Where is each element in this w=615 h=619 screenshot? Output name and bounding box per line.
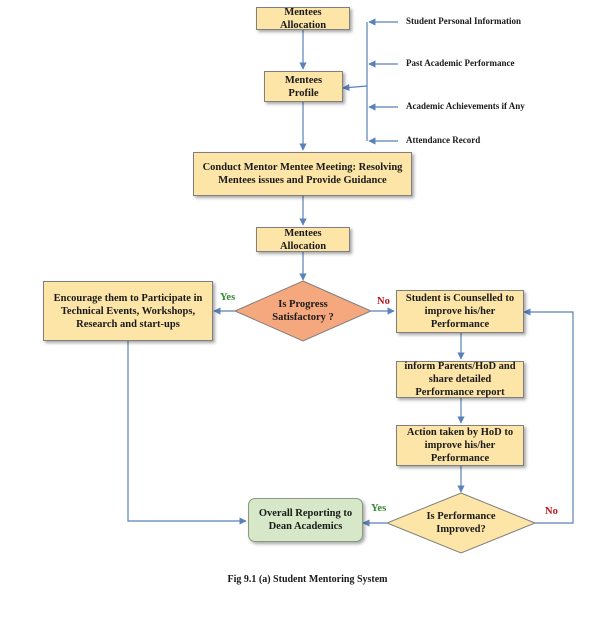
allocation-top-box: Mentees Allocation (256, 7, 350, 31)
progress-yes-label: Yes (220, 292, 236, 303)
arrow-inputs-to-profile (342, 83, 368, 92)
improved-yes-label: Yes (371, 503, 387, 514)
reporting-box: Overall Reporting to Dean Academics (248, 498, 363, 542)
improved-decision-label: Is Performance Improved? (426, 511, 496, 535)
encourage-box: Encourage them to Participate in Technic… (43, 281, 213, 341)
counselled-box: Student is Counselled to improve his/her… (396, 290, 524, 333)
profile-box: Mentees Profile (264, 71, 343, 102)
figure-caption: Fig 9.1 (a) Student Mentoring System (227, 574, 388, 585)
progress-decision-label: Is Progress Satisfactory ? (272, 299, 334, 323)
input-personal-label: Student Personal Information (406, 16, 522, 26)
allocation-second-box: Mentees Allocation (256, 227, 350, 252)
inform-box: inform Parents/HoD and share detailed Pe… (396, 361, 524, 398)
input-attendance-label: Attendance Record (406, 135, 481, 145)
improved-decision-diamond (385, 492, 537, 554)
input-achievements-label: Academic Achievements if Any (406, 101, 525, 111)
meeting-box: Conduct Mentor Mentee Meeting: Resolving… (193, 152, 412, 196)
progress-no-label: No (377, 296, 390, 307)
input-past-label: Past Academic Performance (406, 58, 515, 68)
arrow-improved-no-loop (523, 308, 574, 524)
arrow-encourage-to-reporting (127, 341, 247, 525)
progress-decision-diamond (233, 280, 373, 342)
action-box: Action taken by HoD to improve his/her P… (396, 425, 524, 466)
improved-no-label: No (545, 506, 558, 517)
